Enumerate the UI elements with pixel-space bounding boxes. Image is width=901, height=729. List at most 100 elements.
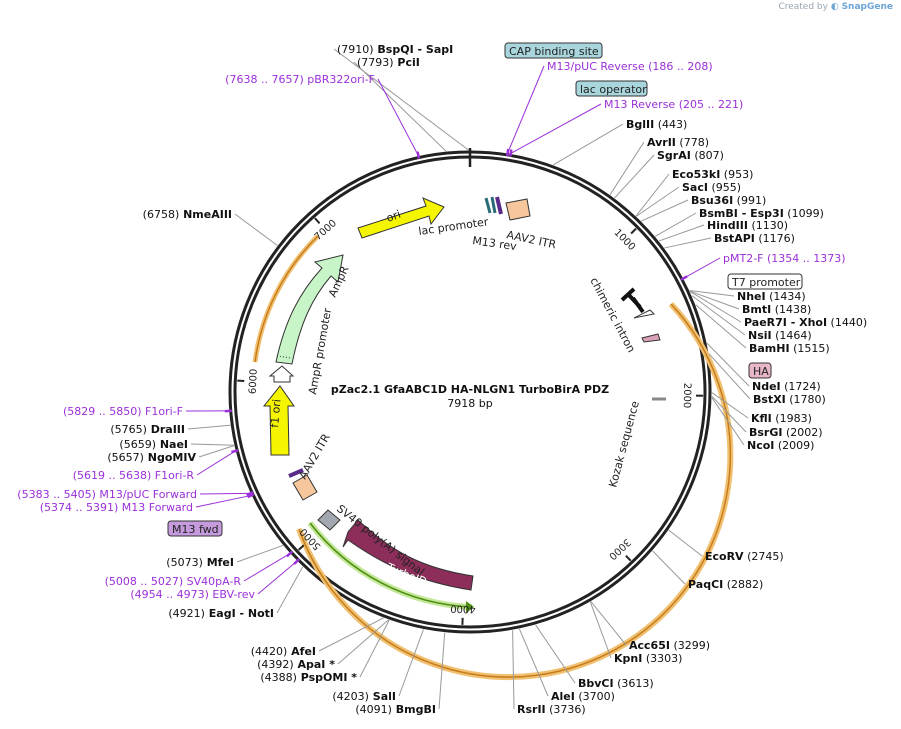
site-label-part: (5659) <box>119 438 156 451</box>
site-connector <box>689 290 740 310</box>
site-connector <box>243 553 291 582</box>
site-connector <box>711 395 747 433</box>
site-connector <box>706 342 750 387</box>
site-label: SgrAI (807) <box>657 149 724 162</box>
site-bottom-9: Acc65I (3299) <box>590 601 710 652</box>
site-left-2: (5829 .. 5850) F1ori-F <box>63 405 232 418</box>
site-left-7: (5383 .. 5405) M13/pUC Forward <box>17 488 254 501</box>
ori-label: ori <box>385 208 403 225</box>
primer-marker <box>247 493 255 499</box>
site-label-part: - SapI <box>414 43 454 56</box>
site-label: PaeR7I - XhoI (1440) <box>744 316 867 329</box>
site-left-11: (4954 .. 4973) EBV-rev <box>130 558 300 601</box>
site-label: (5374 .. 5391) M13 Forward <box>40 501 193 514</box>
site-label-part: (778) <box>676 136 709 149</box>
site-label-part: (991) <box>733 194 766 207</box>
site-left-12: (4921) EagI - NotI <box>168 566 304 620</box>
site-left-9: (5073) MfeI <box>166 544 284 569</box>
lac-operator-label: lac operator <box>580 83 647 96</box>
site-label: (4921) EagI - NotI <box>168 607 274 620</box>
site-right-13: BstAPI (1176) <box>664 232 795 249</box>
site-label-part: NaeI <box>156 438 188 451</box>
snapgene-credit: Created by ◐ SnapGene <box>778 2 893 12</box>
cap-binding-site-label: CAP binding site <box>509 45 599 58</box>
site-connector <box>518 628 549 697</box>
site-label-part: (3736) <box>546 703 586 716</box>
site-label-part: BstAPI <box>714 232 755 245</box>
f1-ori-label: f1 ori <box>268 399 283 429</box>
site-connector <box>199 492 251 495</box>
site-connector <box>553 123 624 166</box>
site-left-3: (5765) DraIII <box>110 423 231 436</box>
site-left-6: (5619 .. 5638) F1ori-R <box>73 449 239 482</box>
site-connector <box>609 141 645 195</box>
site-label-part: (953) <box>720 168 753 181</box>
site-connector <box>689 291 742 323</box>
aav2-itr-right-feature <box>505 198 531 221</box>
site-label-part: (3613) <box>614 677 654 690</box>
site-label: KpnI (3303) <box>614 652 682 665</box>
site-label: AvrII (778) <box>647 136 709 149</box>
site-connector <box>196 450 236 476</box>
site-right-20: AvrII (778) <box>609 136 709 195</box>
site-left-4: (5659) NaeI <box>119 438 234 451</box>
site-label-part: KpnI <box>614 652 642 665</box>
site-label-part: (807) <box>691 149 724 162</box>
site-left-0: (7638 .. 7657) pBR322ori-F <box>225 73 421 159</box>
site-label-part: AfeI <box>287 645 316 658</box>
site-connector <box>377 78 419 156</box>
site-label: (5657) NgoMIV <box>107 451 196 464</box>
site-label-part: ApaI * <box>294 658 336 671</box>
site-right-5: BstXI (1780) <box>708 353 826 406</box>
site-label: (5765) DraIII <box>110 423 185 436</box>
site-right-11: NheI (1434) <box>689 289 806 303</box>
site-right-0: PaqCI (2882) <box>652 550 763 591</box>
site-right-16: Bsu36I (991) <box>641 194 766 222</box>
site-right-12: pMT2-F (1354 .. 1373) <box>680 252 846 281</box>
site-label-part: SacI <box>682 181 708 194</box>
tick-label-4000: 4000 <box>450 602 476 614</box>
primer-marker <box>505 148 510 157</box>
lac-operator-box: lac operator <box>575 80 648 97</box>
site-label-part: (5657) <box>107 451 144 464</box>
site-label-part: (4388) <box>260 671 297 684</box>
m13-fwd-box: M13 fwd <box>167 520 223 537</box>
site-label: BglII (443) <box>626 118 687 131</box>
chimeric-intron-feature <box>620 287 645 314</box>
site-label-part: (955) <box>708 181 741 194</box>
site-label-part: PaqCI <box>688 578 723 591</box>
site-connector <box>695 304 747 349</box>
site-label-part: HindIII <box>707 219 748 232</box>
intron-arrow <box>633 309 656 319</box>
site-label: Bsu36I (991) <box>691 194 766 207</box>
site-label-part: PspOMI * <box>297 671 357 684</box>
site-right-23: M13/pUC Reverse (186 .. 208) <box>505 60 713 157</box>
site-label-part: BglII <box>626 118 654 131</box>
aav2-itr-left-feature <box>292 474 318 501</box>
site-label-part: (1354 .. 1373) <box>764 252 846 265</box>
site-label-part: BbvCI <box>578 677 614 690</box>
site-right-4: KflI (1983) <box>711 392 812 425</box>
site-label: (7638 .. 7657) pBR322ori-F <box>225 73 375 86</box>
site-label-part: (6758) <box>143 208 180 221</box>
primer-marker <box>246 490 254 497</box>
site-label-part: AleI <box>551 690 575 703</box>
site-label-part: (7793) <box>357 56 394 69</box>
kozak-label: Kozak sequence <box>606 399 642 488</box>
site-label-part: - Esp3I <box>738 207 784 220</box>
site-label: (5073) MfeI <box>166 556 234 569</box>
site-label: HindIII (1130) <box>707 219 788 232</box>
site-right-7: BamHI (1515) <box>695 304 830 355</box>
site-label: (4420) AfeI <box>251 645 316 658</box>
site-label-part: (5619 .. 5638) F1ori-R <box>73 469 195 482</box>
site-connector <box>337 619 389 665</box>
site-label-part: (205 .. 221) <box>675 98 743 111</box>
site-connector <box>353 61 447 152</box>
site-right-8: NsiI (1464) <box>691 295 812 342</box>
site-label: (5008 .. 5027) SV40pA-R <box>105 575 242 588</box>
site-label-part: - XhoI <box>787 316 827 329</box>
site-label-part: NsiI <box>748 329 772 342</box>
site-connector <box>655 212 697 237</box>
site-label: BsrGI (2002) <box>749 426 823 439</box>
m13-fwd-marker <box>288 468 304 478</box>
